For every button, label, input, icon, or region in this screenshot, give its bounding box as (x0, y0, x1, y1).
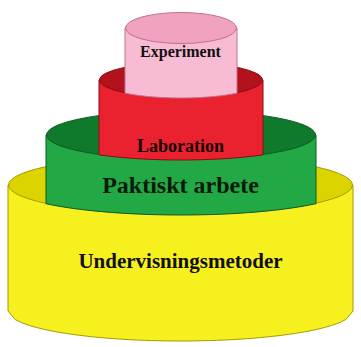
cylinder-layer: LaborationExperiment (99, 62, 263, 160)
layer-label: Laboration (99, 137, 263, 157)
label-holder: Undervisningsmetoder (8, 250, 353, 273)
label-holder: Laboration (99, 137, 263, 157)
cylinder-opening (125, 13, 236, 44)
layer-label: Undervisningsmetoder (8, 250, 353, 273)
label-holder: Experiment (125, 43, 237, 61)
layer-label: Experiment (125, 43, 237, 61)
label-holder: Paktiskt arbete (46, 172, 316, 198)
cylinder-layer: Paktiskt arbeteLaborationExperiment (46, 110, 316, 215)
cylinder-layer: Experiment (125, 12, 237, 98)
cylinder-layer: UndervisningsmetoderPaktiskt arbeteLabor… (8, 155, 353, 341)
layer-label: Paktiskt arbete (46, 172, 316, 198)
